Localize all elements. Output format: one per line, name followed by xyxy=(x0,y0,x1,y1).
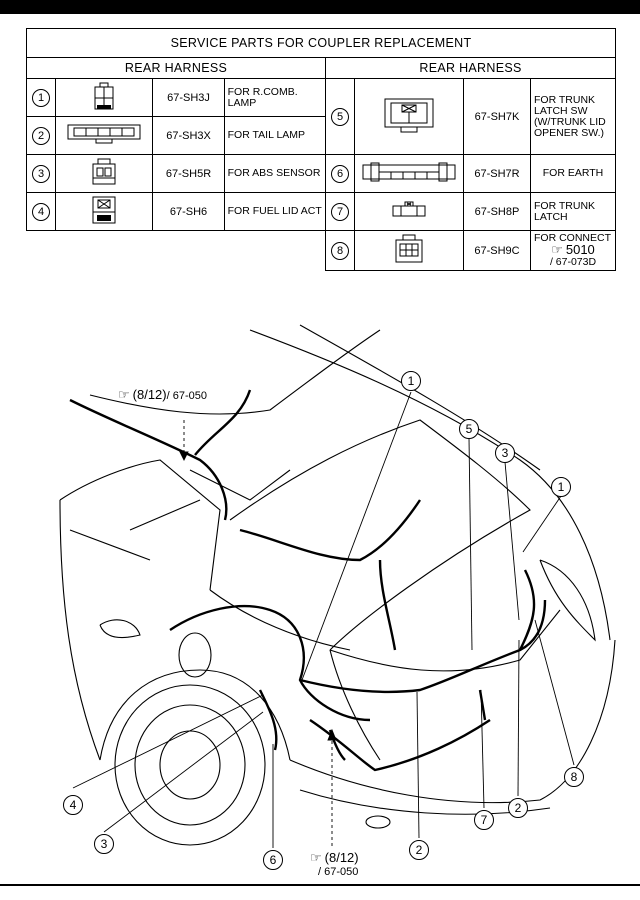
callout-1-top: 1 xyxy=(401,371,421,391)
ref-top-main: (8/12) xyxy=(132,387,167,402)
coupler-icon xyxy=(55,116,154,155)
pointing-hand-icon: ☞ xyxy=(310,850,322,865)
ref-top[interactable]: ☞(8/12)/ 67-050 xyxy=(118,387,207,403)
coupler-icon xyxy=(55,154,154,193)
coupler-icon xyxy=(55,78,154,117)
callout-7: 7 xyxy=(474,810,494,830)
part-code: 67-SH7R xyxy=(463,154,531,193)
part-desc: FOR TAIL LAMP xyxy=(223,116,327,155)
part-desc: FOR EARTH xyxy=(530,154,616,193)
callout-5: 5 xyxy=(459,419,479,439)
coupler-icon xyxy=(55,192,154,231)
part-desc: FOR TRUNK LATCH xyxy=(530,192,616,231)
part-desc: FOR FUEL LID ACT xyxy=(223,192,327,231)
callout-2-right: 2 xyxy=(508,798,528,818)
part-code: 67-SH6 xyxy=(152,192,225,231)
callout-6: 6 xyxy=(263,850,283,870)
callout-1-right: 1 xyxy=(551,477,571,497)
row-number: 2 xyxy=(32,126,51,145)
row-number: 7 xyxy=(331,202,349,221)
row-number: 8 xyxy=(331,241,349,260)
part-code: 67-SH5R xyxy=(152,154,225,193)
row-number: 5 xyxy=(331,107,349,126)
part-desc: FOR R.COMB. LAMP xyxy=(223,78,327,117)
part-desc: FOR ABS SENSOR xyxy=(223,154,327,193)
row-number: 6 xyxy=(331,164,349,183)
callout-3-right: 3 xyxy=(495,443,515,463)
row-number: 3 xyxy=(32,164,51,183)
part-desc: FOR CONNECT xyxy=(534,232,611,244)
row-number: 4 xyxy=(32,202,51,221)
ref-number[interactable]: 5010 xyxy=(565,242,595,257)
part-code: 67-SH8P xyxy=(463,192,531,231)
part-code: 67-SH3J xyxy=(152,78,225,117)
callout-4: 4 xyxy=(63,795,83,815)
callout-3-left: 3 xyxy=(94,834,114,854)
parts-table: SERVICE PARTS FOR COUPLER REPLACEMENT RE… xyxy=(25,28,616,271)
ref-bottom-main: (8/12) xyxy=(324,850,359,865)
callout-8: 8 xyxy=(564,767,584,787)
part-code: 67-SH7K xyxy=(463,78,531,155)
table-title: SERVICE PARTS FOR COUPLER REPLACEMENT xyxy=(26,28,616,58)
callout-2-bottom: 2 xyxy=(409,840,429,860)
part-code: 67-SH9C xyxy=(463,230,531,271)
part-code: 67-SH3X xyxy=(152,116,225,155)
pointing-hand-icon: ☞ xyxy=(118,387,130,402)
row-number: 1 xyxy=(32,88,51,107)
coupler-icon xyxy=(354,78,464,155)
bottom-rule xyxy=(0,884,640,886)
top-rule xyxy=(0,0,640,14)
coupler-icon xyxy=(354,192,464,231)
ref-bottom-sub: / 67-050 xyxy=(318,866,359,878)
ref-top-sub: / 67-050 xyxy=(166,390,207,402)
right-header: REAR HARNESS xyxy=(325,57,616,79)
pointing-hand-icon: ☞ xyxy=(551,242,563,257)
part-desc: FOR TRUNK LATCH SW (W/TRUNK LID OPENER S… xyxy=(530,78,616,155)
ref-page[interactable]: / 67-073D xyxy=(549,256,597,268)
coupler-icon xyxy=(354,230,464,271)
rear-harness-drawing xyxy=(59,324,616,848)
coupler-icon xyxy=(354,154,464,193)
left-header: REAR HARNESS xyxy=(26,57,326,79)
ref-bottom[interactable]: ☞(8/12) xyxy=(310,850,359,866)
